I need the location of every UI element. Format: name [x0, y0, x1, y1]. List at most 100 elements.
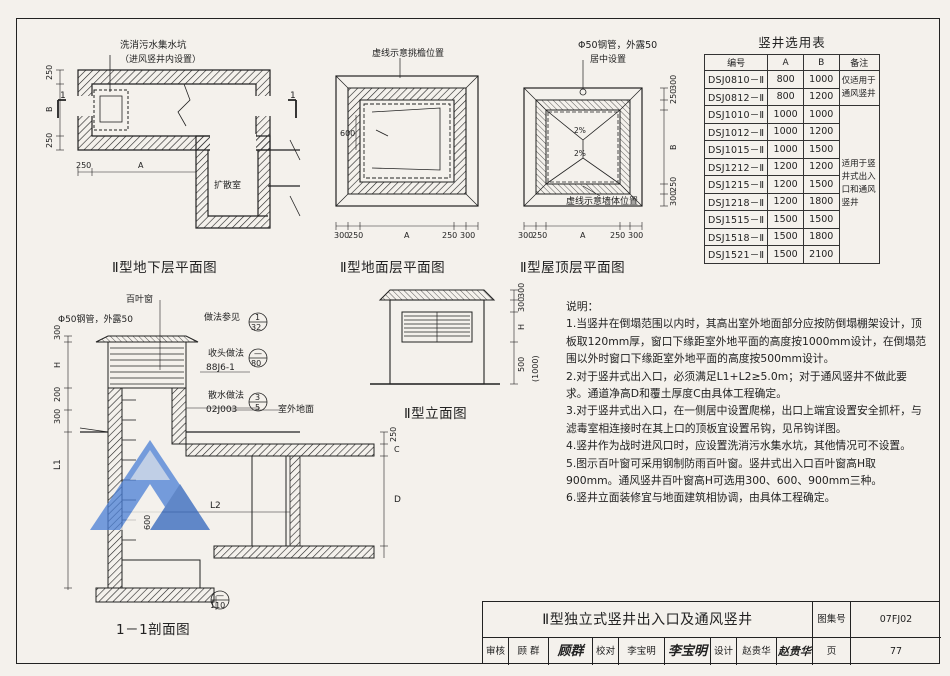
elevation-title: Ⅱ型立面图: [404, 406, 468, 422]
dim-C: C: [394, 445, 400, 454]
dim-300-r4: 300: [669, 191, 678, 206]
basement-plan-title: Ⅱ型地下层平面图: [112, 260, 218, 276]
index-1-top: 1: [255, 313, 260, 322]
dim-250-r1: 250: [532, 231, 547, 240]
index-3-top: 3: [255, 393, 260, 402]
page-label: 页: [813, 638, 851, 665]
dim-300-e2: 300: [517, 297, 526, 312]
dim-H-s: H: [53, 362, 62, 368]
detail-index-2: [248, 348, 268, 368]
check-label: 校对: [593, 638, 619, 665]
dim-300-g2: 300: [460, 231, 475, 240]
index-3-bottom: 5: [255, 403, 260, 412]
basement-plan: [56, 55, 301, 229]
elevation-view: [370, 289, 518, 385]
title-block: Ⅱ型独立式竖井出入口及通风竖井 图集号 07FJ02 审核 顾 群 顾群 校对 …: [482, 601, 941, 665]
dim-300-r3: 300: [669, 75, 678, 90]
table-note-ventilation: 仅适用于通风竖井: [838, 70, 881, 106]
index-4-top: —: [216, 591, 224, 600]
design-label: 设计: [711, 638, 737, 665]
sheet-frame: [16, 18, 940, 664]
dim-600-s: 600: [143, 515, 152, 530]
detail-index-4: [210, 590, 230, 610]
atlas-number: 07FJ02: [851, 602, 941, 638]
dim-300-s2: 300: [53, 409, 62, 424]
detail-index-1: [248, 312, 268, 332]
roof-plan-title: Ⅱ型屋顶层平面图: [520, 260, 626, 276]
dim-A-g: A: [404, 231, 410, 240]
note-item: 2.对于竖井式出入口，必须满足L1+L2≥5.0m；对于通风竖井不做此要求。通道…: [566, 369, 907, 401]
dim-300-s1: 300: [53, 325, 62, 340]
dim-250-r4: 250: [669, 177, 678, 192]
dim-500-e: 500: [517, 357, 526, 372]
table-row: DSJ1521－Ⅱ 1500 2100: [703, 245, 880, 264]
dim-250-r2: 250: [610, 231, 625, 240]
dim-250-g2: 250: [442, 231, 457, 240]
note-item: 6.竖井立面装修宜与地面建筑相协调，由具体工程确定。: [566, 491, 836, 505]
note-item: 5.图示百叶窗可采用钢制防雨百叶窗。竖井式出入口百叶窗高H取900mm。通风竖井…: [566, 456, 883, 488]
index-2-bottom: 80: [251, 359, 261, 368]
note-item: 3.对于竖井式出入口，在一侧居中设置爬梯，出口上端宜设置安全抓杆，与滤毒室相连接…: [566, 404, 922, 435]
note-item: 1.当竖井在倒塌范围以内时，其高出室外地面部分应按防倒塌棚架设计，顶板取120m…: [566, 317, 927, 366]
steel-pipe-section-label: Φ50钢管，外露50: [58, 313, 133, 325]
outdoor-ground-label: 室外地面: [278, 403, 314, 415]
table-note-general: 适用于竖井式出入口和通风竖井: [838, 105, 881, 264]
drawing-title: Ⅱ型独立式竖井出入口及通风竖井: [483, 602, 813, 638]
section-mark-right: 1: [290, 91, 296, 101]
shaft-selection-table: 编号 A B 备注 DSJ0810－Ⅱ 800 1000 仅适用于通风竖井 DS…: [703, 54, 881, 264]
reviewer-signature: 顾群: [549, 638, 593, 665]
table-header-B: B: [802, 54, 840, 71]
ground-plan: [335, 58, 479, 230]
table-header-code: 编号: [703, 54, 769, 71]
table-row: DSJ0812－Ⅱ 800 1200: [703, 87, 880, 106]
review-label: 审核: [483, 638, 509, 665]
apron-ref: 02J003: [206, 405, 237, 415]
wall-position-label: 虚线示意墙体位置: [566, 195, 638, 207]
dim-250-r3: 250: [669, 89, 678, 104]
dim-600: 600: [340, 129, 355, 138]
dim-H-e: H: [517, 324, 526, 330]
reviewer-name: 顾 群: [509, 638, 549, 665]
table-row: DSJ1518－Ⅱ 1500 1800: [703, 227, 880, 246]
table-row: DSJ1012－Ⅱ 1000 1200: [703, 122, 880, 141]
designer-name: 赵贵华: [737, 638, 777, 665]
table-header-note: 备注: [838, 54, 881, 71]
designer-signature: 赵贵华: [777, 638, 813, 665]
dim-300-r2: 300: [628, 231, 643, 240]
section-mark-left: 1: [60, 91, 66, 101]
dim-D: D: [394, 495, 401, 505]
flashing-label: 收头做法: [208, 347, 244, 359]
dim-250-b: 250: [45, 133, 54, 148]
detail-index-3: [248, 392, 268, 412]
apron-label: 散水做法: [208, 389, 244, 401]
dim-300-g1: 300: [334, 231, 349, 240]
index-4-bottom: 110: [210, 601, 225, 610]
roof-plan: [523, 60, 668, 230]
dim-1000-e: (1000): [531, 355, 540, 382]
dim-250-s3: 250: [389, 427, 398, 442]
canopy-label: 虚线示意挑檐位置: [372, 47, 444, 59]
table-row: DSJ1015－Ⅱ 1000 1500: [703, 140, 880, 159]
page-number: 77: [889, 646, 903, 657]
sump-note: （进风竖井内设置）: [120, 53, 201, 65]
dim-B-r: B: [669, 145, 678, 151]
ground-plan-title: Ⅱ型地面层平面图: [340, 260, 446, 276]
index-1-bottom: 32: [251, 323, 261, 332]
dim-250-c: 250: [76, 161, 91, 170]
atlas-label: 图集号: [813, 602, 851, 638]
dim-L1: L1: [53, 459, 63, 470]
centered-label: 居中设置: [590, 53, 626, 65]
table-row: DSJ1010－Ⅱ 1000 1000 适用于竖井式出入口和通风竖井: [703, 105, 881, 264]
dim-B-a: B: [45, 107, 54, 113]
slope-bottom: 2%: [574, 149, 586, 158]
louver-label: 百叶窗: [126, 293, 153, 305]
watermark-logo: [90, 440, 210, 530]
dim-300-e1: 300: [517, 283, 526, 298]
design-notes: 说明： 1.当竖井在倒塌范围以内时，其高出室外地面部分应按防倒塌棚架设计，顶板取…: [566, 298, 928, 507]
dim-300-r1: 300: [518, 231, 533, 240]
dim-250-g1: 250: [348, 231, 363, 240]
table-row: DSJ0810－Ⅱ 800 1000 仅适用于通风竖井: [703, 70, 881, 106]
index-2-top: —: [254, 349, 262, 358]
